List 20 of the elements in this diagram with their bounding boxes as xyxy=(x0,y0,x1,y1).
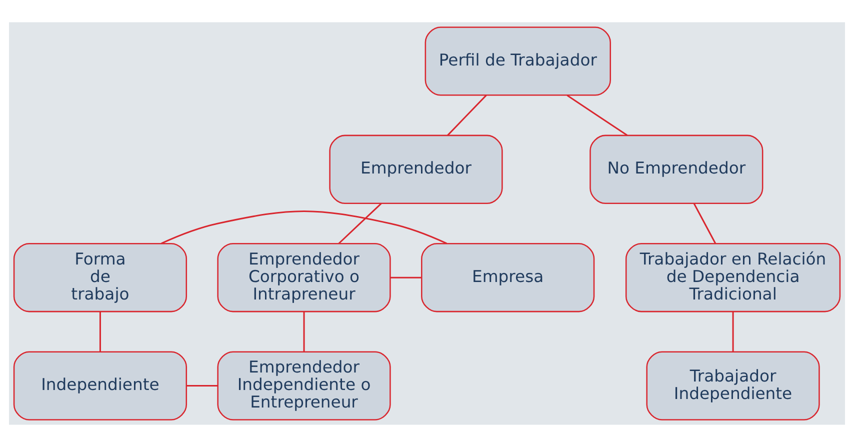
connector xyxy=(566,94,628,136)
node-box: No Emprendedor xyxy=(589,134,763,204)
node-box: Forma de trabajo xyxy=(12,243,187,312)
connector xyxy=(160,210,447,244)
connector xyxy=(390,276,422,278)
node-box: Trabajador en Relación de Dependencia Tradicional xyxy=(624,243,840,312)
node-box: Perfil de Trabajador xyxy=(424,26,610,96)
node-box: Emprendedor Independiente o Entrepreneur xyxy=(216,351,390,420)
connector xyxy=(98,312,100,352)
node-box: Empresa xyxy=(420,243,594,312)
node-box: Independiente xyxy=(12,351,187,420)
connector xyxy=(692,203,716,244)
connector xyxy=(302,312,304,352)
connector xyxy=(186,385,218,387)
connector xyxy=(446,94,486,136)
node-box: Emprendedor xyxy=(328,134,502,204)
node-box: Emprendedor Corporativo o Intrapreneur xyxy=(216,243,390,312)
connector xyxy=(338,202,382,244)
connector xyxy=(732,312,734,352)
node-box: Trabajador Independiente xyxy=(646,351,820,420)
